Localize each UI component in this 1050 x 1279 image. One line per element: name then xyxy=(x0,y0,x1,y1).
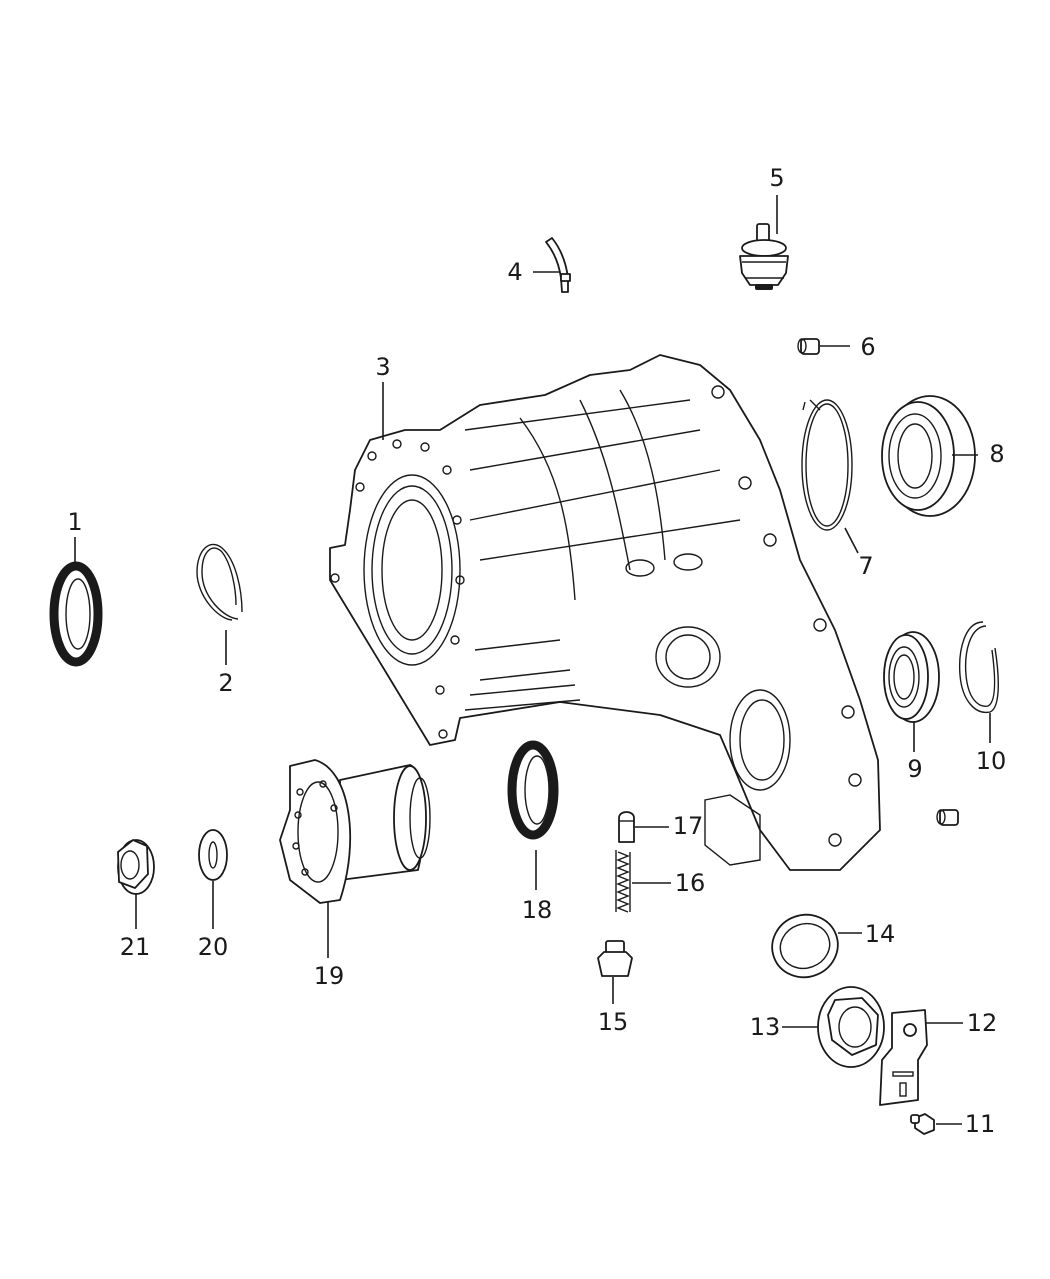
part-16-spring xyxy=(615,850,671,913)
part-1-seal xyxy=(49,537,103,667)
part-15-plug xyxy=(597,940,633,1004)
part-8-bearing-seal xyxy=(881,395,978,517)
callout-9: 9 xyxy=(907,755,923,783)
callout-5: 5 xyxy=(769,164,785,192)
part-18-seal xyxy=(507,740,559,890)
callout-12: 12 xyxy=(966,1009,998,1037)
callout-20: 20 xyxy=(197,933,229,961)
callout-19: 19 xyxy=(313,962,345,990)
part-21-flange-nut xyxy=(117,839,155,929)
callout-4: 4 xyxy=(507,258,523,286)
callout-3: 3 xyxy=(375,353,391,381)
part-11-bolt xyxy=(910,1113,962,1135)
callout-15: 15 xyxy=(597,1008,629,1036)
callout-17: 17 xyxy=(672,812,704,840)
part-9-bearing xyxy=(883,631,940,752)
callout-6: 6 xyxy=(860,333,876,361)
part-14-gasket xyxy=(771,913,862,979)
callout-16: 16 xyxy=(674,869,706,897)
part-4-vent-tube xyxy=(533,237,571,293)
part-10-snap-ring xyxy=(958,621,999,743)
part-17-plunger xyxy=(618,811,669,843)
callout-11: 11 xyxy=(964,1110,996,1138)
callout-2: 2 xyxy=(218,669,234,697)
callout-21: 21 xyxy=(119,933,151,961)
callout-18: 18 xyxy=(521,896,553,924)
part-5-sensor xyxy=(739,195,789,290)
part-2-snap-ring xyxy=(196,543,243,665)
callout-1: 1 xyxy=(67,508,83,536)
callout-14: 14 xyxy=(864,920,896,948)
callout-7: 7 xyxy=(858,552,874,580)
part-3-housing xyxy=(329,354,881,871)
callout-8: 8 xyxy=(989,440,1005,468)
part-6-dowel xyxy=(797,338,850,355)
callout-13: 13 xyxy=(749,1013,781,1041)
part-12-id-tag xyxy=(879,1009,963,1106)
part-19-adapter-housing xyxy=(279,759,431,958)
part-20-washer xyxy=(198,829,228,929)
part-7-retaining-ring xyxy=(801,399,859,554)
part-13-flange-nut xyxy=(782,986,885,1068)
callout-10: 10 xyxy=(975,747,1007,775)
loose-dowel xyxy=(936,809,959,826)
